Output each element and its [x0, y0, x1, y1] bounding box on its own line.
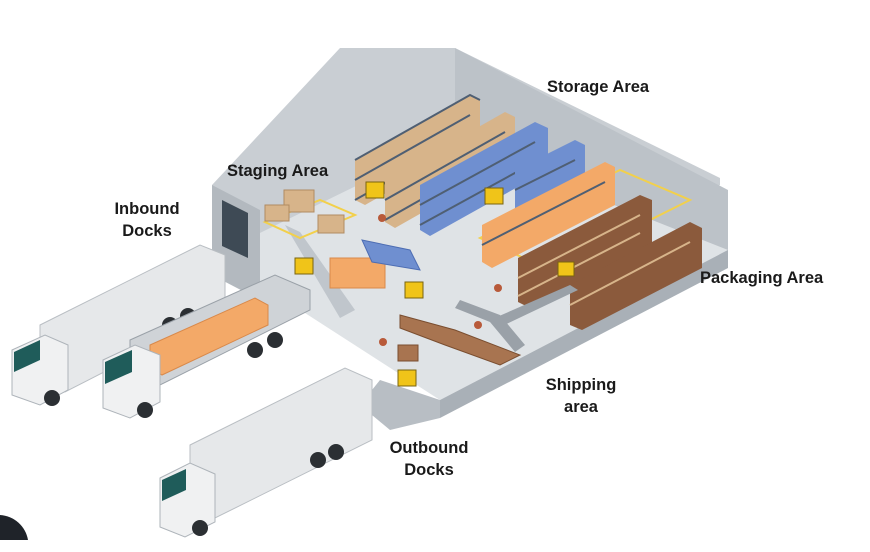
- truck-wheel: [247, 342, 263, 358]
- forklift: [557, 261, 575, 277]
- cab-window: [14, 340, 40, 372]
- cardboard-box: [317, 214, 345, 234]
- label-outbound-line2: Docks: [404, 461, 454, 479]
- outbound-ramp: [360, 380, 440, 430]
- cardboard-box: [264, 204, 290, 222]
- pallet-rack: [569, 222, 702, 330]
- pallet-rack: [517, 195, 652, 308]
- truck-trailer: [189, 367, 373, 519]
- truck: [102, 274, 311, 419]
- label-shipping-line1: Shipping: [545, 376, 617, 394]
- cab-window: [162, 469, 186, 501]
- blue-pallets: [361, 239, 421, 271]
- label-outbound-line1: Outbound: [389, 439, 469, 457]
- pallet-rack: [481, 162, 615, 268]
- truck: [159, 367, 373, 538]
- label-inbound-docks: Inbound Docks: [105, 198, 189, 242]
- forklifts: [294, 181, 575, 387]
- workers: [378, 214, 502, 346]
- cardboard-box: [283, 189, 315, 213]
- cab-window: [105, 350, 132, 384]
- corner-fragment: [0, 515, 28, 540]
- label-shipping-line2: area: [564, 398, 598, 416]
- label-storage-area: Storage Area: [547, 78, 650, 96]
- forklift: [294, 257, 314, 275]
- storage-racks: [354, 93, 702, 330]
- label-packaging-area: Packaging Area: [700, 269, 824, 287]
- truck-wheel: [44, 390, 60, 406]
- shipping-boxes: [397, 314, 522, 366]
- forklift: [365, 181, 385, 199]
- label-inbound-line2: Docks: [122, 222, 172, 240]
- truck: [11, 244, 226, 406]
- pallet-rack: [514, 140, 585, 215]
- forklift: [397, 369, 417, 387]
- worker: [494, 284, 502, 292]
- truck-wheel: [267, 332, 283, 348]
- worker: [379, 338, 387, 346]
- forklift: [484, 187, 504, 205]
- cardboard-box: [397, 344, 419, 362]
- worker: [474, 321, 482, 329]
- truck-wheel: [192, 520, 208, 536]
- back-right-wall: [455, 48, 728, 258]
- label-outbound-docks: Outbound Docks: [377, 437, 481, 481]
- truck-wheel: [328, 444, 344, 460]
- worker: [378, 214, 386, 222]
- front-right-wall: [440, 250, 728, 418]
- forklift: [404, 281, 424, 299]
- conveyor: [455, 285, 578, 352]
- inbound-dock-door: [222, 200, 248, 258]
- cardboard-box: [399, 314, 522, 366]
- label-shipping-area: Shipping area: [535, 374, 627, 418]
- label-inbound-line1: Inbound: [114, 200, 180, 218]
- truck-wheel: [137, 402, 153, 418]
- inner-partition: [285, 225, 355, 318]
- truck-wheel: [310, 452, 326, 468]
- label-staging-area: Staging Area: [227, 162, 329, 180]
